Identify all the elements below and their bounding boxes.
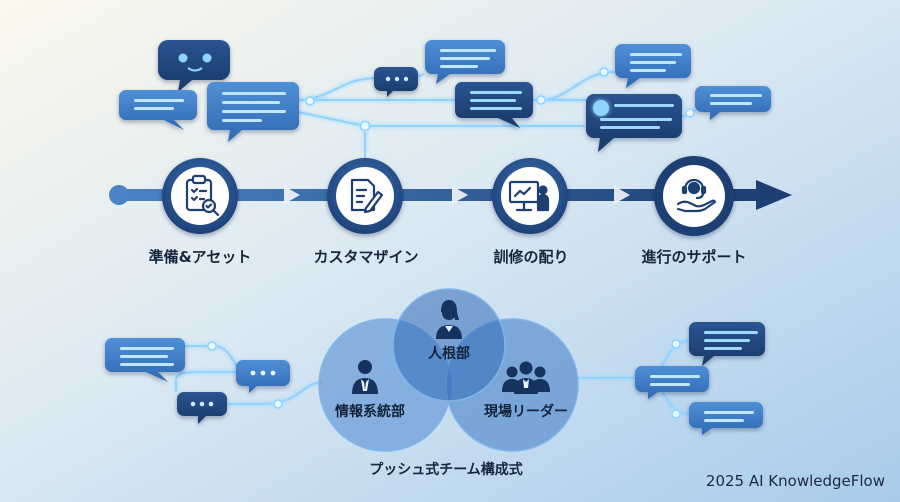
chat-bubble-right-large [586,94,682,152]
robot-eye-icon [202,53,212,63]
chat-bubble-bottom-right-mid [635,366,709,399]
step-2 [327,158,403,234]
venn-label-top: 人根部 [428,345,470,362]
presentation-screen-icon [508,180,550,212]
person-male-icon [352,360,378,394]
person-female-icon [436,300,462,339]
step-4 [654,156,734,236]
step-label: 準備&アセット [149,248,252,266]
bottom-left-nodes [207,341,283,409]
step-label: 訓修の配り [493,248,568,266]
credit-text: 2025 AI KnowledgeFlow [706,472,885,490]
step-3 [492,158,568,234]
chat-bubble-far-right [695,86,771,120]
chat-bubble-top-right [615,44,691,88]
chat-bubble-large [207,82,299,142]
chat-bubble-bottom-right-top [689,322,765,366]
document-pen-icon [350,178,384,214]
venn-diagram: 人根部 情報系統部 現場リーダー [318,288,579,452]
chat-bubble-bottom-right-low [689,402,763,435]
top-connector-nodes [305,67,695,132]
process-arrow [109,180,792,210]
chat-bubble-top-middle [425,40,505,84]
chat-bubble-typing [374,67,418,97]
venn-label-right: 現場リーダー [484,403,568,420]
chat-bubble-center-dark [455,82,533,128]
headset-support-icon [676,178,717,213]
step-label: 進行のサポート [641,248,746,266]
step-label: カスタマザイン [313,248,418,266]
people-group-icon [502,361,550,394]
clipboard-check-icon [185,174,220,217]
step-1 [162,158,238,234]
arrow-head-icon [756,180,792,210]
venn-circle-top [392,288,506,402]
chat-bubble-robot [158,40,230,92]
venn-label-left: 情報系統部 [335,403,405,420]
chat-bubble-left-small [119,90,197,130]
chat-bubble-typing-bottom-1 [236,360,290,393]
chat-bubble-bottom-left-large [105,338,185,382]
chat-bubble-typing-bottom-2 [177,392,227,424]
venn-caption: プッシュ式チーム構成式 [369,461,523,478]
robot-eye-icon [178,53,188,63]
